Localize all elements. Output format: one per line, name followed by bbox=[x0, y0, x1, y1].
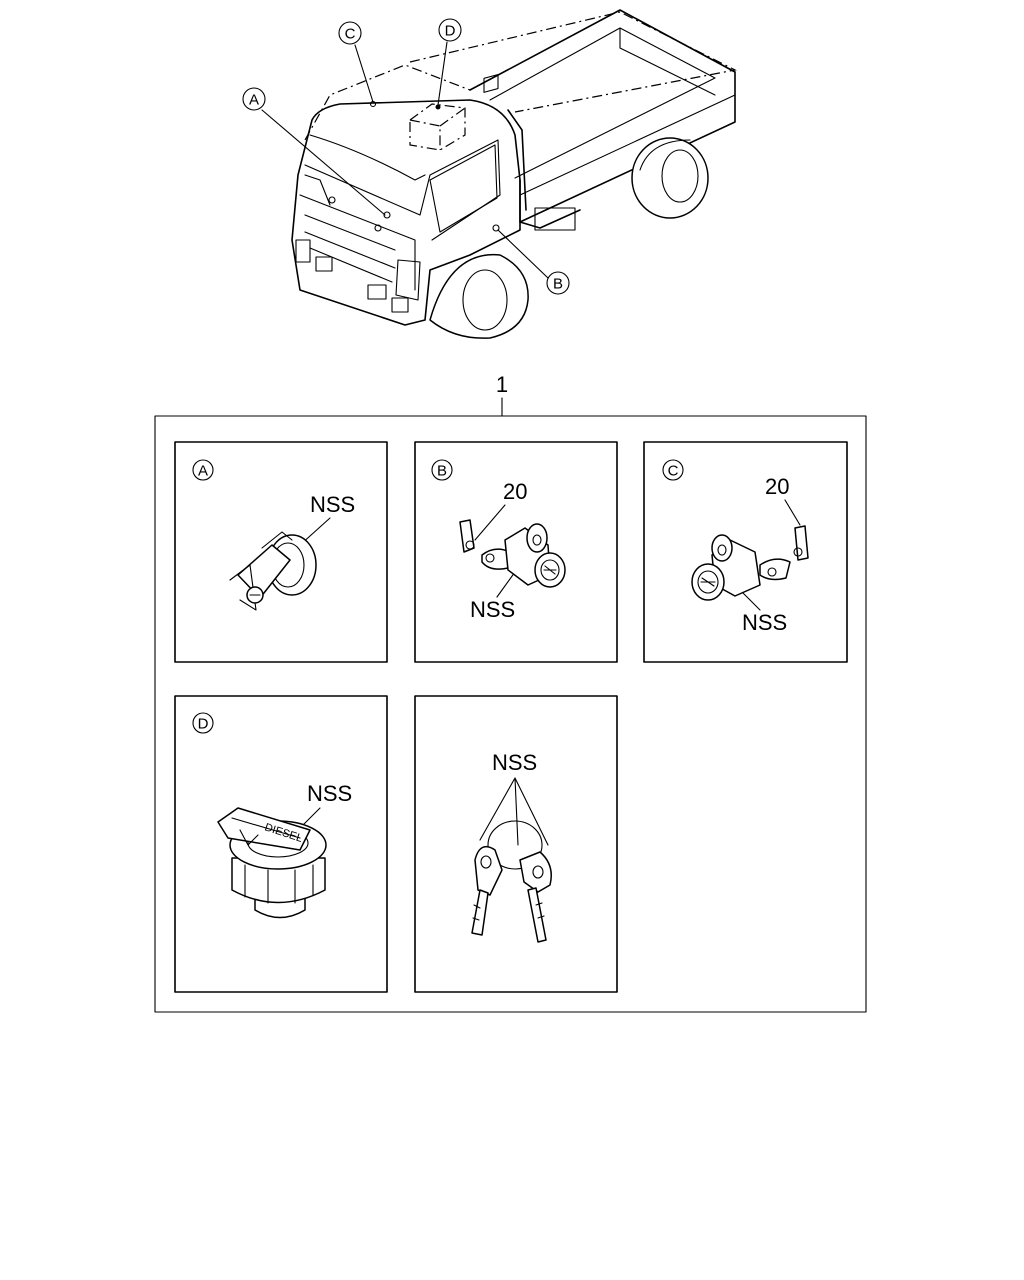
panel-c-frame bbox=[643, 441, 848, 663]
panel-c-label: C bbox=[668, 463, 679, 480]
panel-e: NSS bbox=[414, 695, 618, 993]
panel-c: C 20 NSS bbox=[643, 441, 848, 663]
panel-d-frame bbox=[174, 695, 388, 993]
callout-b-label: B bbox=[553, 276, 563, 293]
key-set bbox=[471, 820, 552, 943]
panel-a-frame bbox=[174, 441, 388, 663]
panel-a: A NSS bbox=[174, 441, 388, 663]
truck-illustration: A C D B bbox=[242, 9, 737, 339]
panel-a-label: A bbox=[198, 463, 208, 480]
panel-d-part-text: NSS bbox=[307, 781, 352, 806]
panel-b-label: B bbox=[437, 463, 447, 480]
assembly-frame bbox=[154, 415, 867, 1013]
roof-box bbox=[409, 103, 466, 151]
panel-e-frame bbox=[414, 695, 618, 993]
door-lock-cylinder-left bbox=[691, 525, 809, 601]
assembly-number: 1 bbox=[496, 372, 508, 397]
truck-cab bbox=[291, 64, 527, 326]
callout-b: B bbox=[546, 271, 570, 295]
callout-c-label: C bbox=[345, 26, 356, 43]
panel-b-part-number: 20 bbox=[503, 479, 527, 504]
panel-c-part-text: NSS bbox=[742, 610, 787, 635]
callout-leaders bbox=[261, 41, 549, 279]
panel-b: B 20 NSS bbox=[414, 441, 618, 663]
callout-a-label: A bbox=[249, 92, 259, 109]
fuel-cap: DIESEL bbox=[217, 807, 327, 919]
panel-c-part-number: 20 bbox=[765, 474, 789, 499]
panel-b-part-text: NSS bbox=[470, 597, 515, 622]
front-wheel bbox=[429, 253, 529, 339]
callout-d: D bbox=[438, 18, 462, 42]
callout-d-label: D bbox=[445, 23, 456, 40]
panel-a-part-text: NSS bbox=[310, 492, 355, 517]
door-lock-cylinder-right bbox=[459, 519, 566, 588]
callout-a: A bbox=[242, 87, 266, 111]
panel-d-label: D bbox=[198, 716, 209, 733]
panel-b-frame bbox=[414, 441, 618, 663]
panel-e-part-text: NSS bbox=[492, 750, 537, 775]
rear-wheel bbox=[631, 137, 709, 219]
cargo-bed bbox=[409, 9, 737, 231]
callout-c: C bbox=[338, 21, 362, 45]
panel-d: D NSS DIESEL bbox=[174, 695, 388, 993]
ignition-cylinder bbox=[229, 531, 317, 611]
